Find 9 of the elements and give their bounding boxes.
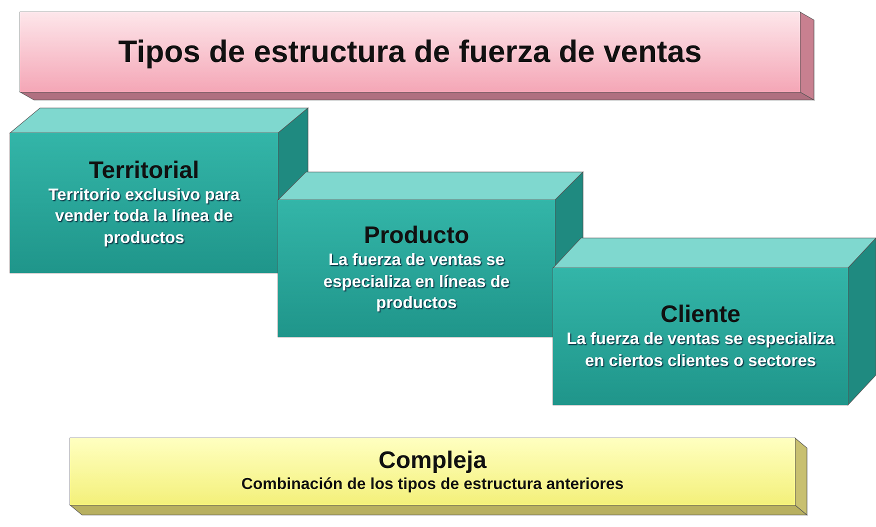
title: Tipos de estructura de fuerza de ventas	[118, 34, 702, 70]
box-description: La fuerza de ventas se especializa en líneas de productos	[322, 250, 511, 314]
box-description: Territorio exclusivo para vender toda la línea de productos	[47, 184, 241, 249]
box-heading: Cliente	[660, 301, 740, 330]
box-description: La fuerza de ventas se especializa en ciertos clientes o sectores	[566, 329, 836, 372]
box-description: Combinación de los tipos de estructura anteriores	[241, 475, 624, 496]
box-heading: Compleja	[378, 447, 487, 476]
box-heading: Producto	[364, 222, 470, 250]
box-heading: Territorial	[88, 156, 200, 185]
